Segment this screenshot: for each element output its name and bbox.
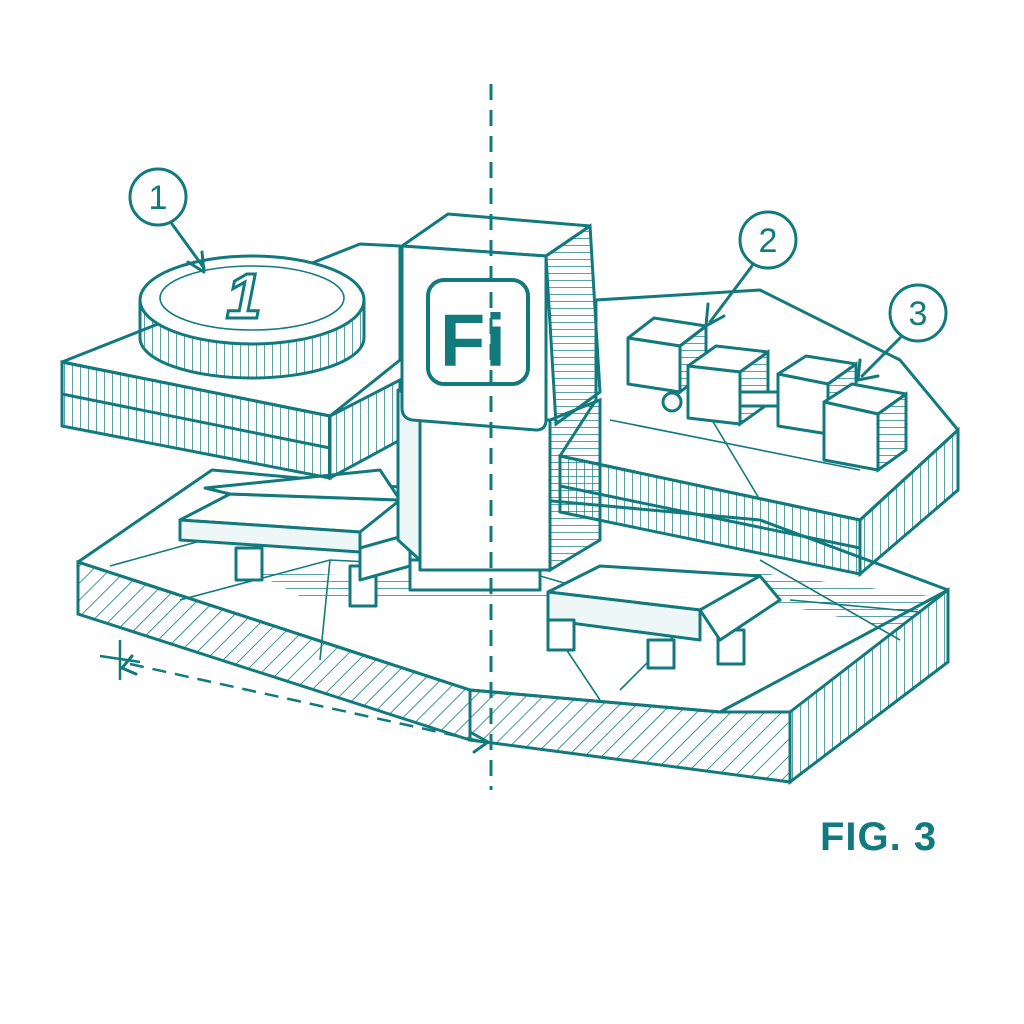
right-undercarriage	[546, 564, 782, 670]
fi-logo-text: Fi	[440, 299, 506, 382]
callout-2: 2	[704, 210, 798, 328]
fi-logo-icon	[426, 278, 530, 386]
logo-cube: Fi	[400, 212, 602, 432]
callout-2-label: 2	[759, 222, 778, 260]
callout-1-label: 1	[149, 179, 168, 217]
cube-group-front	[626, 316, 770, 427]
coin-part: 1	[138, 254, 366, 380]
left-undercarriage	[178, 468, 542, 608]
dimension-line	[99, 640, 490, 754]
central-column	[396, 388, 602, 573]
callout-1: 1	[128, 167, 206, 274]
coin-numeral: 1	[226, 260, 262, 332]
callout-3-label: 3	[909, 295, 928, 333]
cube-group-rear	[738, 354, 908, 473]
figure-label: FIG. 3	[820, 815, 937, 859]
callout-3: 3	[856, 283, 948, 382]
